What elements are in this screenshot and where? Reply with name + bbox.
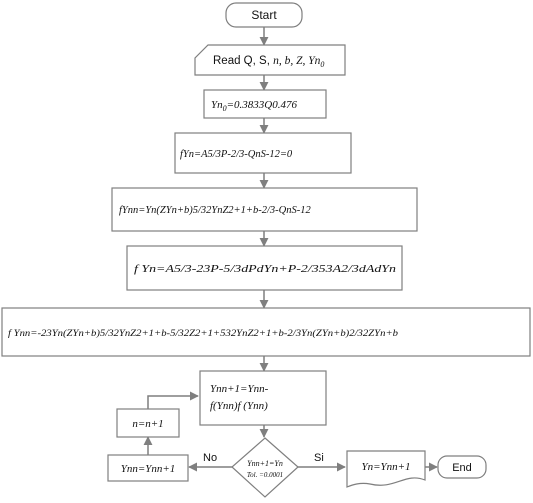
read-vars: n, b, Z, Yn	[273, 55, 321, 67]
assign-label: Ynn=Ynn+1	[121, 463, 176, 475]
fyn-node: fYn=A5/3P-2/3-QnS-12=0	[174, 132, 352, 174]
end-node: End	[437, 455, 487, 479]
fpyn-node: f Yn=A5/3-23P-5/3dPdYn+P-2/353A2/3dAdYn	[126, 245, 403, 291]
fpyn-formula: f Yn=A5/3-23P-5/3dPdYn+P-2/353A2/3dAdYn	[134, 264, 396, 275]
yn0-lhs: Yn	[211, 99, 223, 111]
start-node: Start	[225, 2, 303, 28]
yn0-rhs: =0.3833Q0.476	[227, 99, 298, 111]
read-input-label: Read Q, S, n, b, Z, Yn0	[213, 55, 324, 69]
increment-label: n=n+1	[132, 418, 163, 430]
decision-node: Ynn+1=Yn Tol. =0.0001	[231, 437, 299, 498]
end-label: End	[452, 462, 472, 474]
fpynn-node: f Ynn=-23Yn(ZYn+b)5/32YnZ2+1+b-5/32Z2+1+…	[1, 307, 531, 357]
read-sub: 0	[320, 60, 324, 69]
read-input-node: Read Q, S, n, b, Z, Yn0	[194, 44, 346, 76]
decision-line2: Tol. =0.0001	[247, 471, 283, 479]
read-prefix: Read Q, S,	[213, 55, 273, 67]
decision-line1: Ynn+1=Yn	[247, 459, 283, 468]
fpynn-formula: f Ynn=-23Yn(ZYn+b)5/32YnZ2+1+b-5/32Z2+1+…	[8, 328, 399, 338]
update-node: Ynn+1=Ynn- f(Ynn)f (Ynn)	[199, 370, 327, 426]
update-formula-line2: f(Ynn)f (Ynn)	[210, 400, 268, 412]
output-node: Yn=Ynn+1	[346, 450, 426, 488]
output-label: Yn=Ynn+1	[361, 461, 410, 473]
update-formula-line1: Ynn+1=Ynn-	[210, 383, 269, 395]
no-branch-label: No	[203, 452, 217, 464]
yn0-node: Yn0=0.3833Q0.476	[203, 89, 327, 119]
arrow-increment-to-update	[147, 391, 199, 409]
connectors	[143, 27, 438, 472]
increment-node: n=n+1	[116, 408, 180, 438]
yn0-formula: Yn0=0.3833Q0.476	[211, 99, 297, 113]
yn0-sub: 0	[223, 104, 227, 113]
fynn-formula: fYnn=Yn(ZYn+b)5/32YnZ2+1+b-2/3-QnS-12	[119, 205, 311, 216]
fyn-formula: fYn=A5/3P-2/3-QnS-12=0	[180, 149, 293, 160]
start-label: Start	[251, 8, 277, 22]
si-branch-label: Si	[314, 452, 324, 464]
assign-node: Ynn=Ynn+1	[107, 454, 189, 482]
fynn-node: fYnn=Yn(ZYn+b)5/32YnZ2+1+b-2/3-QnS-12	[111, 187, 418, 232]
